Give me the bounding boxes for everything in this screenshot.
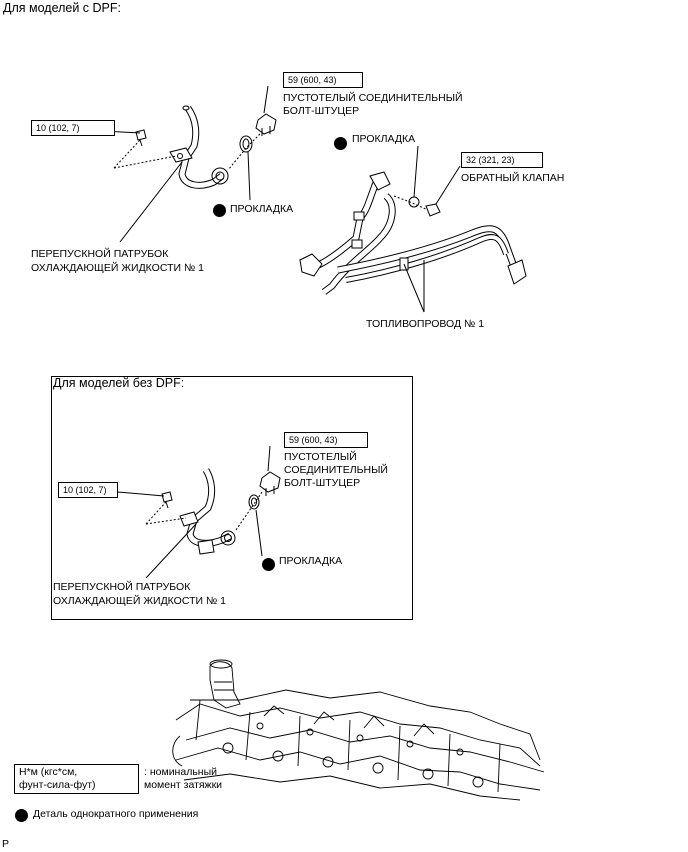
legend-torque-box: Н*м (кгс*см, фунт-сила-фут) [14,764,139,794]
torque-box-valve: 32 (321, 23) [461,152,543,168]
leader-gasket-dpf [247,151,251,201]
no-dpf-frame [51,376,413,620]
label-bypass-nodpf-1: ПЕРЕПУСКНОЙ ПАТРУБОК [53,581,191,593]
torque-box-bolt-nodpf: 59 (600, 43) [284,432,368,448]
fuel-pipe [299,171,527,295]
label-gasket-dpf: ПРОКЛАДКА [230,203,294,215]
label-bypass-dpf-2: ОХЛАЖДАЮЩЕЙ ЖИДКОСТИ № 1 [31,262,204,274]
leader-gasket-nodpf [255,509,263,557]
engine-illustration [172,659,545,801]
hollow-bolt-nodpf [259,471,281,496]
bypass-pipe-dpf [169,105,229,189]
legend-torque-desc-2: момент затяжки [144,779,223,791]
check-valve [393,195,441,217]
leader-valve [435,165,461,205]
leader-bypass-dpf [119,161,183,243]
label-bolt-nodpf-3: БОЛТ-ШТУЦЕР [284,477,361,489]
leader-torque-small-nodpf [117,491,165,497]
leader-bolt-nodpf [267,445,271,472]
torque-box-bolt-dpf: 59 (600, 43) [283,72,363,88]
single-use-dot-icon [334,137,347,150]
bypass-pipe-nodpf [179,468,236,555]
gasket-dpf [239,135,253,153]
leader-fuel-pipe [403,263,425,313]
hollow-bolt-dpf [255,113,277,136]
legend-single-use: Деталь однократного применения [33,808,199,820]
footer-mark: P [2,838,10,850]
leader-bolt-dpf [263,85,269,114]
heading-no-dpf: Для моделей без DPF: [53,376,185,390]
label-gasket-nodpf: ПРОКЛАДКА [279,555,343,567]
torque-box-small-dpf: 10 (102, 7) [31,120,115,136]
label-bolt-nodpf-2: СОЕДИНИТЕЛЬНЫЙ [284,464,388,476]
legend-torque-line2: фунт-сила-фут) [19,779,96,791]
label-gasket-fuel: ПРОКЛАДКА [352,133,416,145]
label-bolt-nodpf-1: ПУСТОТЕЛЫЙ [284,451,357,463]
single-use-dot-icon [15,809,28,822]
leader-bypass-nodpf [145,523,197,579]
label-check-valve: ОБРАТНЫЙ КЛАПАН [461,172,565,184]
label-bypass-nodpf-2: ОХЛАЖДАЮЩЕЙ ЖИДКОСТИ № 1 [53,595,226,607]
single-use-dot-icon [213,204,226,217]
label-bypass-dpf-1: ПЕРЕПУСКНОЙ ПАТРУБОК [31,248,169,260]
gasket-nodpf [248,494,260,510]
torque-box-small-nodpf: 10 (102, 7) [58,482,118,498]
bolt-guide-dpf [113,139,177,169]
legend-torque-desc-1: : номинальный [144,766,218,778]
legend-torque-line1: Н*м (кгс*см, [19,766,78,778]
label-fuel-pipe: ТОПЛИВОПРОВОД № 1 [366,318,485,330]
leader-gasket-fuel [413,145,419,198]
small-bolt-nodpf [161,491,173,509]
label-bolt-dpf-1: ПУСТОТЕЛЫЙ СОЕДИНИТЕЛЬНЫЙ [283,92,463,104]
heading-dpf: Для моделей с DPF: [3,1,121,15]
single-use-dot-icon [262,558,275,571]
label-bolt-dpf-2: БОЛТ-ШТУЦЕР [283,105,360,117]
